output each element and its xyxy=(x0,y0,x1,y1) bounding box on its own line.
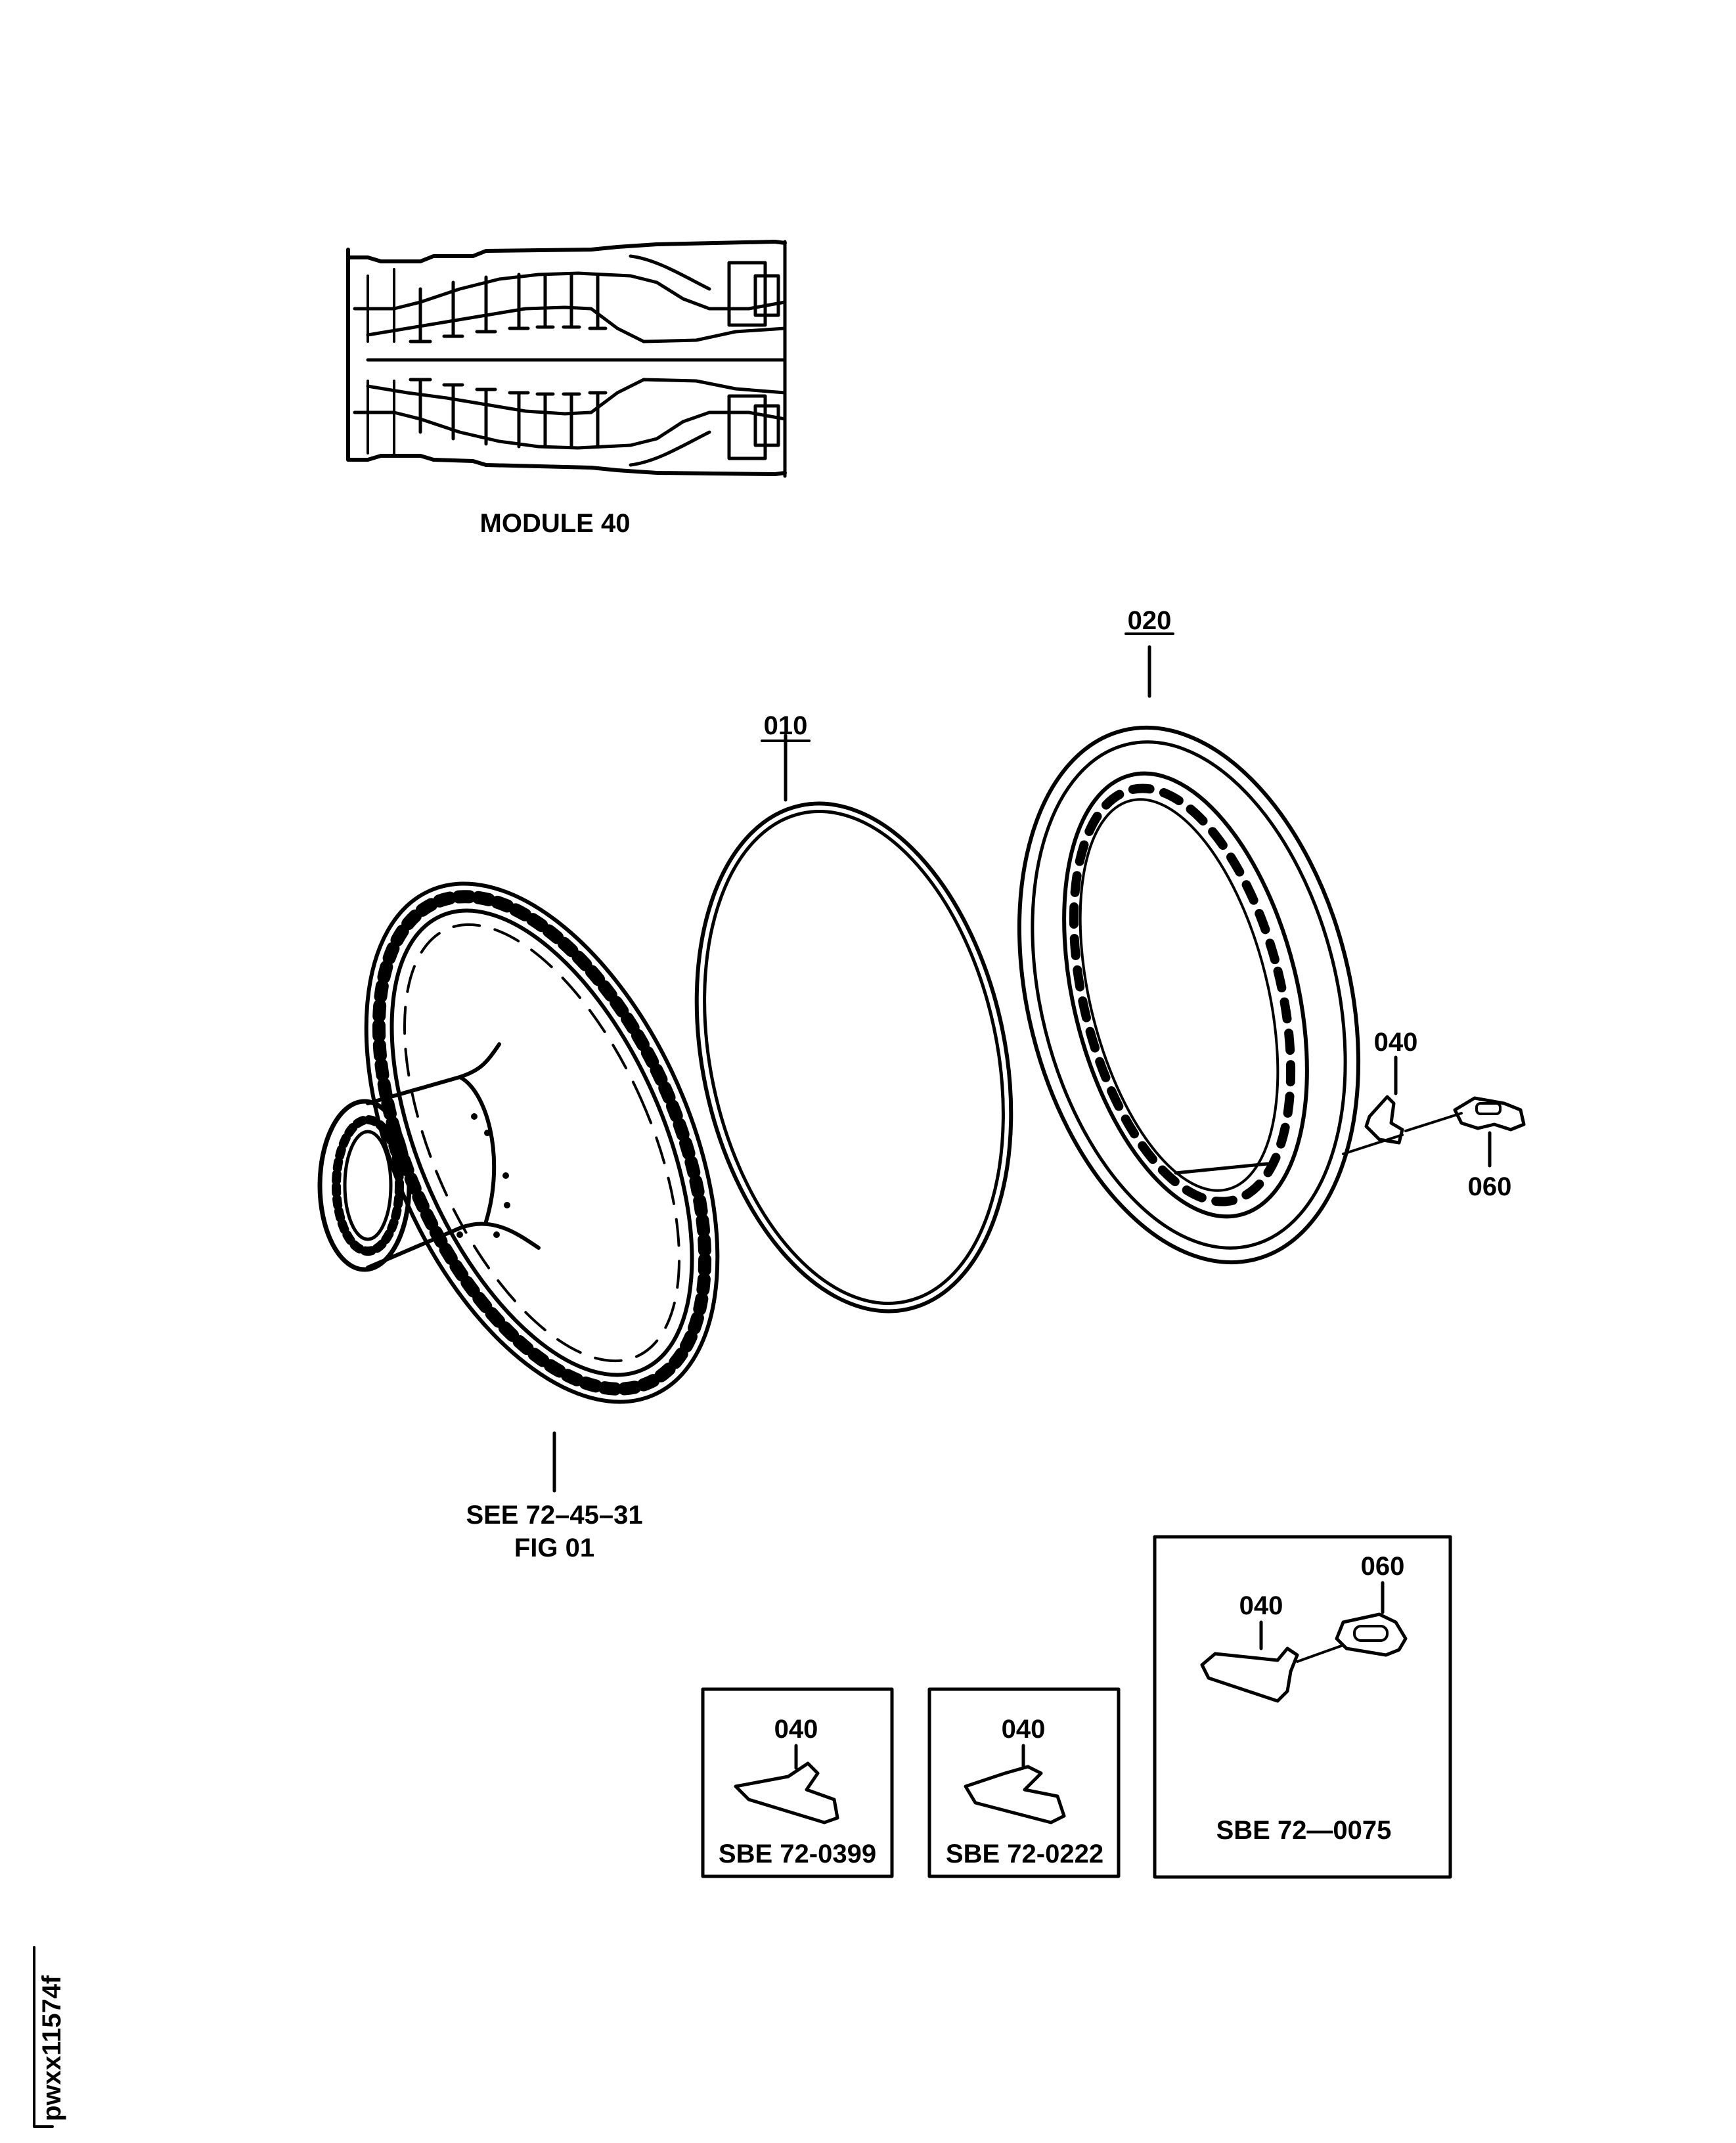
inset-sbe-72-0399 xyxy=(701,1687,894,1878)
drawing-id-bracket xyxy=(33,1946,54,2128)
inset-1-callout: 040 xyxy=(774,1715,818,1744)
key-040-and-clip-060 xyxy=(1342,1055,1526,1168)
callout-010: 010 xyxy=(764,711,808,740)
reference-line-2: FIG 01 xyxy=(514,1534,594,1562)
module-40-cross-section xyxy=(346,240,787,478)
drawing-id: pwxx11574f xyxy=(37,1975,66,2121)
inset-3-callout-040: 040 xyxy=(1239,1591,1283,1620)
inset-3-callout-060: 060 xyxy=(1361,1552,1405,1581)
inset-sbe-72-0075 xyxy=(1153,1535,1452,1879)
callout-020: 020 xyxy=(1128,606,1172,635)
inset-2-callout: 040 xyxy=(1002,1715,1046,1744)
inset-3-caption: SBE 72—0075 xyxy=(1216,1816,1392,1845)
callout-060: 060 xyxy=(1468,1172,1512,1201)
seal-ring-010 xyxy=(694,734,1013,1314)
module-caption: MODULE 40 xyxy=(480,509,631,538)
retaining-ring-020 xyxy=(1017,632,1361,1265)
inset-2-caption: SBE 72-0222 xyxy=(946,1840,1103,1868)
inset-sbe-72-0222 xyxy=(927,1687,1121,1878)
inset-1-caption: SBE 72-0399 xyxy=(719,1840,876,1868)
reference-line-1: SEE 72–45–31 xyxy=(466,1501,642,1530)
callout-040: 040 xyxy=(1374,1028,1418,1057)
rotor-disk xyxy=(317,881,720,1493)
